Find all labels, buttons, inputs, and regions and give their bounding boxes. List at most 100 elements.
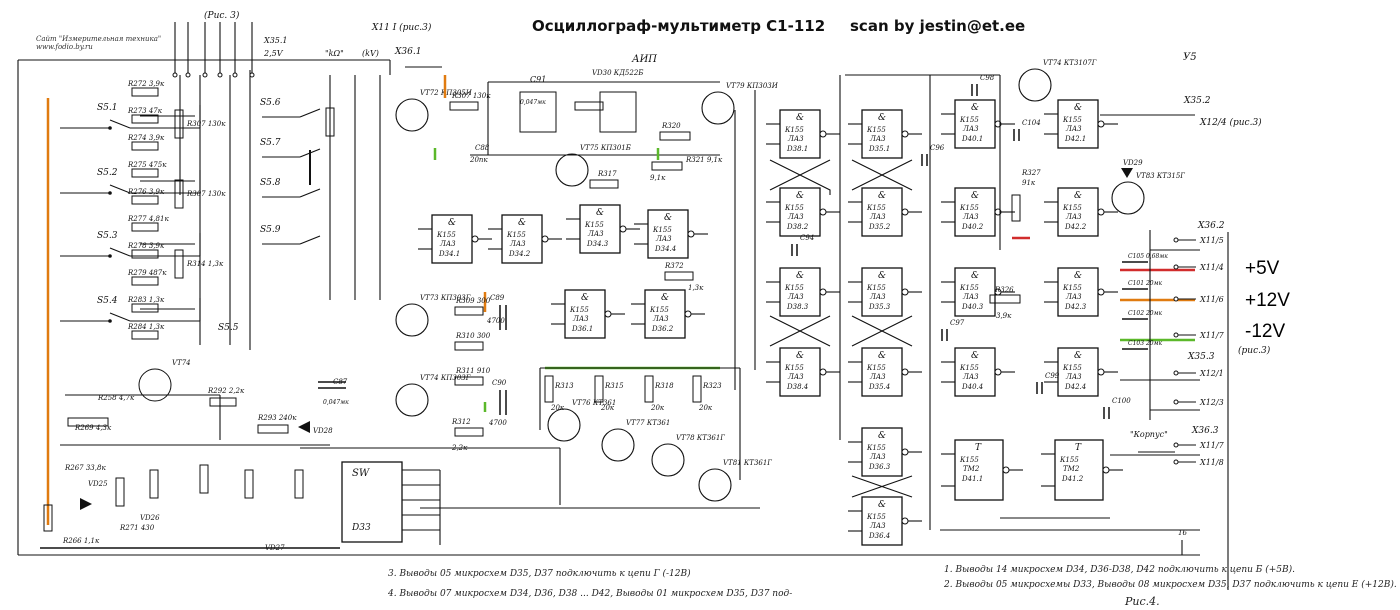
resistor-value: 3,9к [996,312,1012,320]
chip-output-bubble [819,130,827,138]
chip-label-D38-1: D38.1 [786,145,808,153]
diode-VD29 [1121,168,1133,178]
connector-pin-label: Х11/5 [1199,236,1224,245]
chip-label-D34-2: D34.2 [508,250,531,258]
resistor-R266 [43,504,53,532]
u5-label: У5 [1183,52,1197,63]
chip-vd30-block [599,91,637,133]
chip-label-D41-1: D41.1 [961,475,983,483]
chip-output-bubble [471,235,479,243]
resistor-bottom [294,469,304,499]
chip-symbol: & [1074,351,1082,361]
resistor-R327 [1011,194,1021,222]
chip-label-D36-4: D36.4 [868,532,890,540]
connector-pin-label: Х11/7 [1199,331,1225,340]
rail-label-plus12v: +12V [1245,290,1290,311]
chip-D41-2 [1054,439,1104,501]
chip-D40-2 [954,187,996,237]
chip-D38-3 [779,267,821,317]
chip-D42-2 [1057,187,1099,237]
chip-function: ЛА3 [962,213,979,221]
chip-symbol: & [878,191,886,201]
connector-pin-label: Х11/4 [1199,263,1224,272]
connector-pin [1173,442,1179,448]
scan-credit: scan by jestin@et.ee [850,17,1026,35]
resistor-label-R292: R292 2,2к [207,387,245,395]
resistor-R292 [209,397,237,407]
wire [299,108,321,118]
chip-function: ЛА3 [439,240,456,248]
resistor-R276 [131,195,159,205]
resistor-label-R327: R327 [1021,169,1041,177]
chip-series: К155 [784,364,804,372]
connector-label-0: Х35.2 [1183,96,1211,106]
connector-pin [1173,237,1179,243]
chip-label-D35-1: D35.1 [868,145,890,153]
chip-symbol: & [971,351,979,361]
wire [769,159,831,195]
chip-symbol: & [971,191,979,201]
connector-pin [1173,332,1179,338]
chip-output-bubble [1097,288,1105,296]
note-2: 2. Выводы 05 микросхемы D33, Выводы 08 м… [944,580,1397,590]
transistor-VT79 [701,91,735,125]
transistor-VT74 [1018,68,1052,102]
resistor-label-R284: R284 1,3к [127,323,165,331]
chip-label-D34-1: D34.1 [438,250,460,258]
capacitor-label-C98: C98 [980,74,995,82]
chip-function: ЛА3 [652,315,669,323]
connector-pin [1173,459,1179,465]
korpus-label: "Корпус" [1130,430,1168,439]
x351-label: Х35.1 [263,36,288,45]
chip-D33 [341,461,403,543]
resistor-R293 [257,424,289,434]
chip-output-bubble [819,288,827,296]
resistor-R311 [454,376,484,386]
transistor-VT78 [651,443,685,477]
wire [769,159,831,191]
chip-function: ЛА3 [509,240,526,248]
site-line-1: Сайт "Измерительная техника" [36,35,162,43]
chip-series: К155 [866,364,886,372]
diode-label-VD30: VD30 КД522Б [592,69,643,77]
resistor-value: 20к [650,404,665,412]
connector-pin [202,72,208,78]
chip-symbol: & [796,351,804,361]
connector-label-5: (рис.3) [1238,345,1271,356]
resistor-value: 20к [600,404,615,412]
chip-output-bubble [687,230,695,238]
resistor-R321 [651,161,683,171]
capacitor-label-C94: C94 [800,234,814,242]
chip-D36-3 [861,427,903,477]
chip-label-D38-2: D38.2 [786,223,809,231]
connector-pin [185,72,191,78]
diode-label-VD26: VD26 [140,514,160,522]
chip-function: ЛА3 [962,373,979,381]
wire [851,159,913,191]
resistor-label-R278: R278 3,9к [127,242,165,250]
chip-series: К155 [436,231,456,239]
chip-symbol: & [661,293,669,303]
resistor-R269 [67,417,109,427]
chip-D36-4 [861,496,903,546]
capacitor-label-C103: C103 20мк [1128,340,1163,347]
resistor-vertical [174,179,184,209]
resistor-label-R320: R320 [661,122,681,130]
chip-label-D40-3: D40.3 [961,303,984,311]
ris3-top-label: (Рис. 3) [204,10,240,21]
chip-symbol: & [878,113,886,123]
resistor-label-R321: R321 9,1к [685,156,723,164]
connector-pin-label: Х11/8 [1199,458,1224,467]
chip-function: ЛА3 [869,522,886,530]
chip-D35-2 [861,187,903,237]
resistor-label-R317: R317 [597,170,617,178]
resistor-R310 [454,341,484,351]
sw-label: SW [352,468,370,479]
junction [108,191,112,195]
chip-function: ЛА3 [962,293,979,301]
connector-pin [217,72,223,78]
connector-pin [1173,399,1179,405]
connector-pin-label: Х11/6 [1199,295,1224,304]
switch-label-S5.9: S5.9 [260,225,281,235]
